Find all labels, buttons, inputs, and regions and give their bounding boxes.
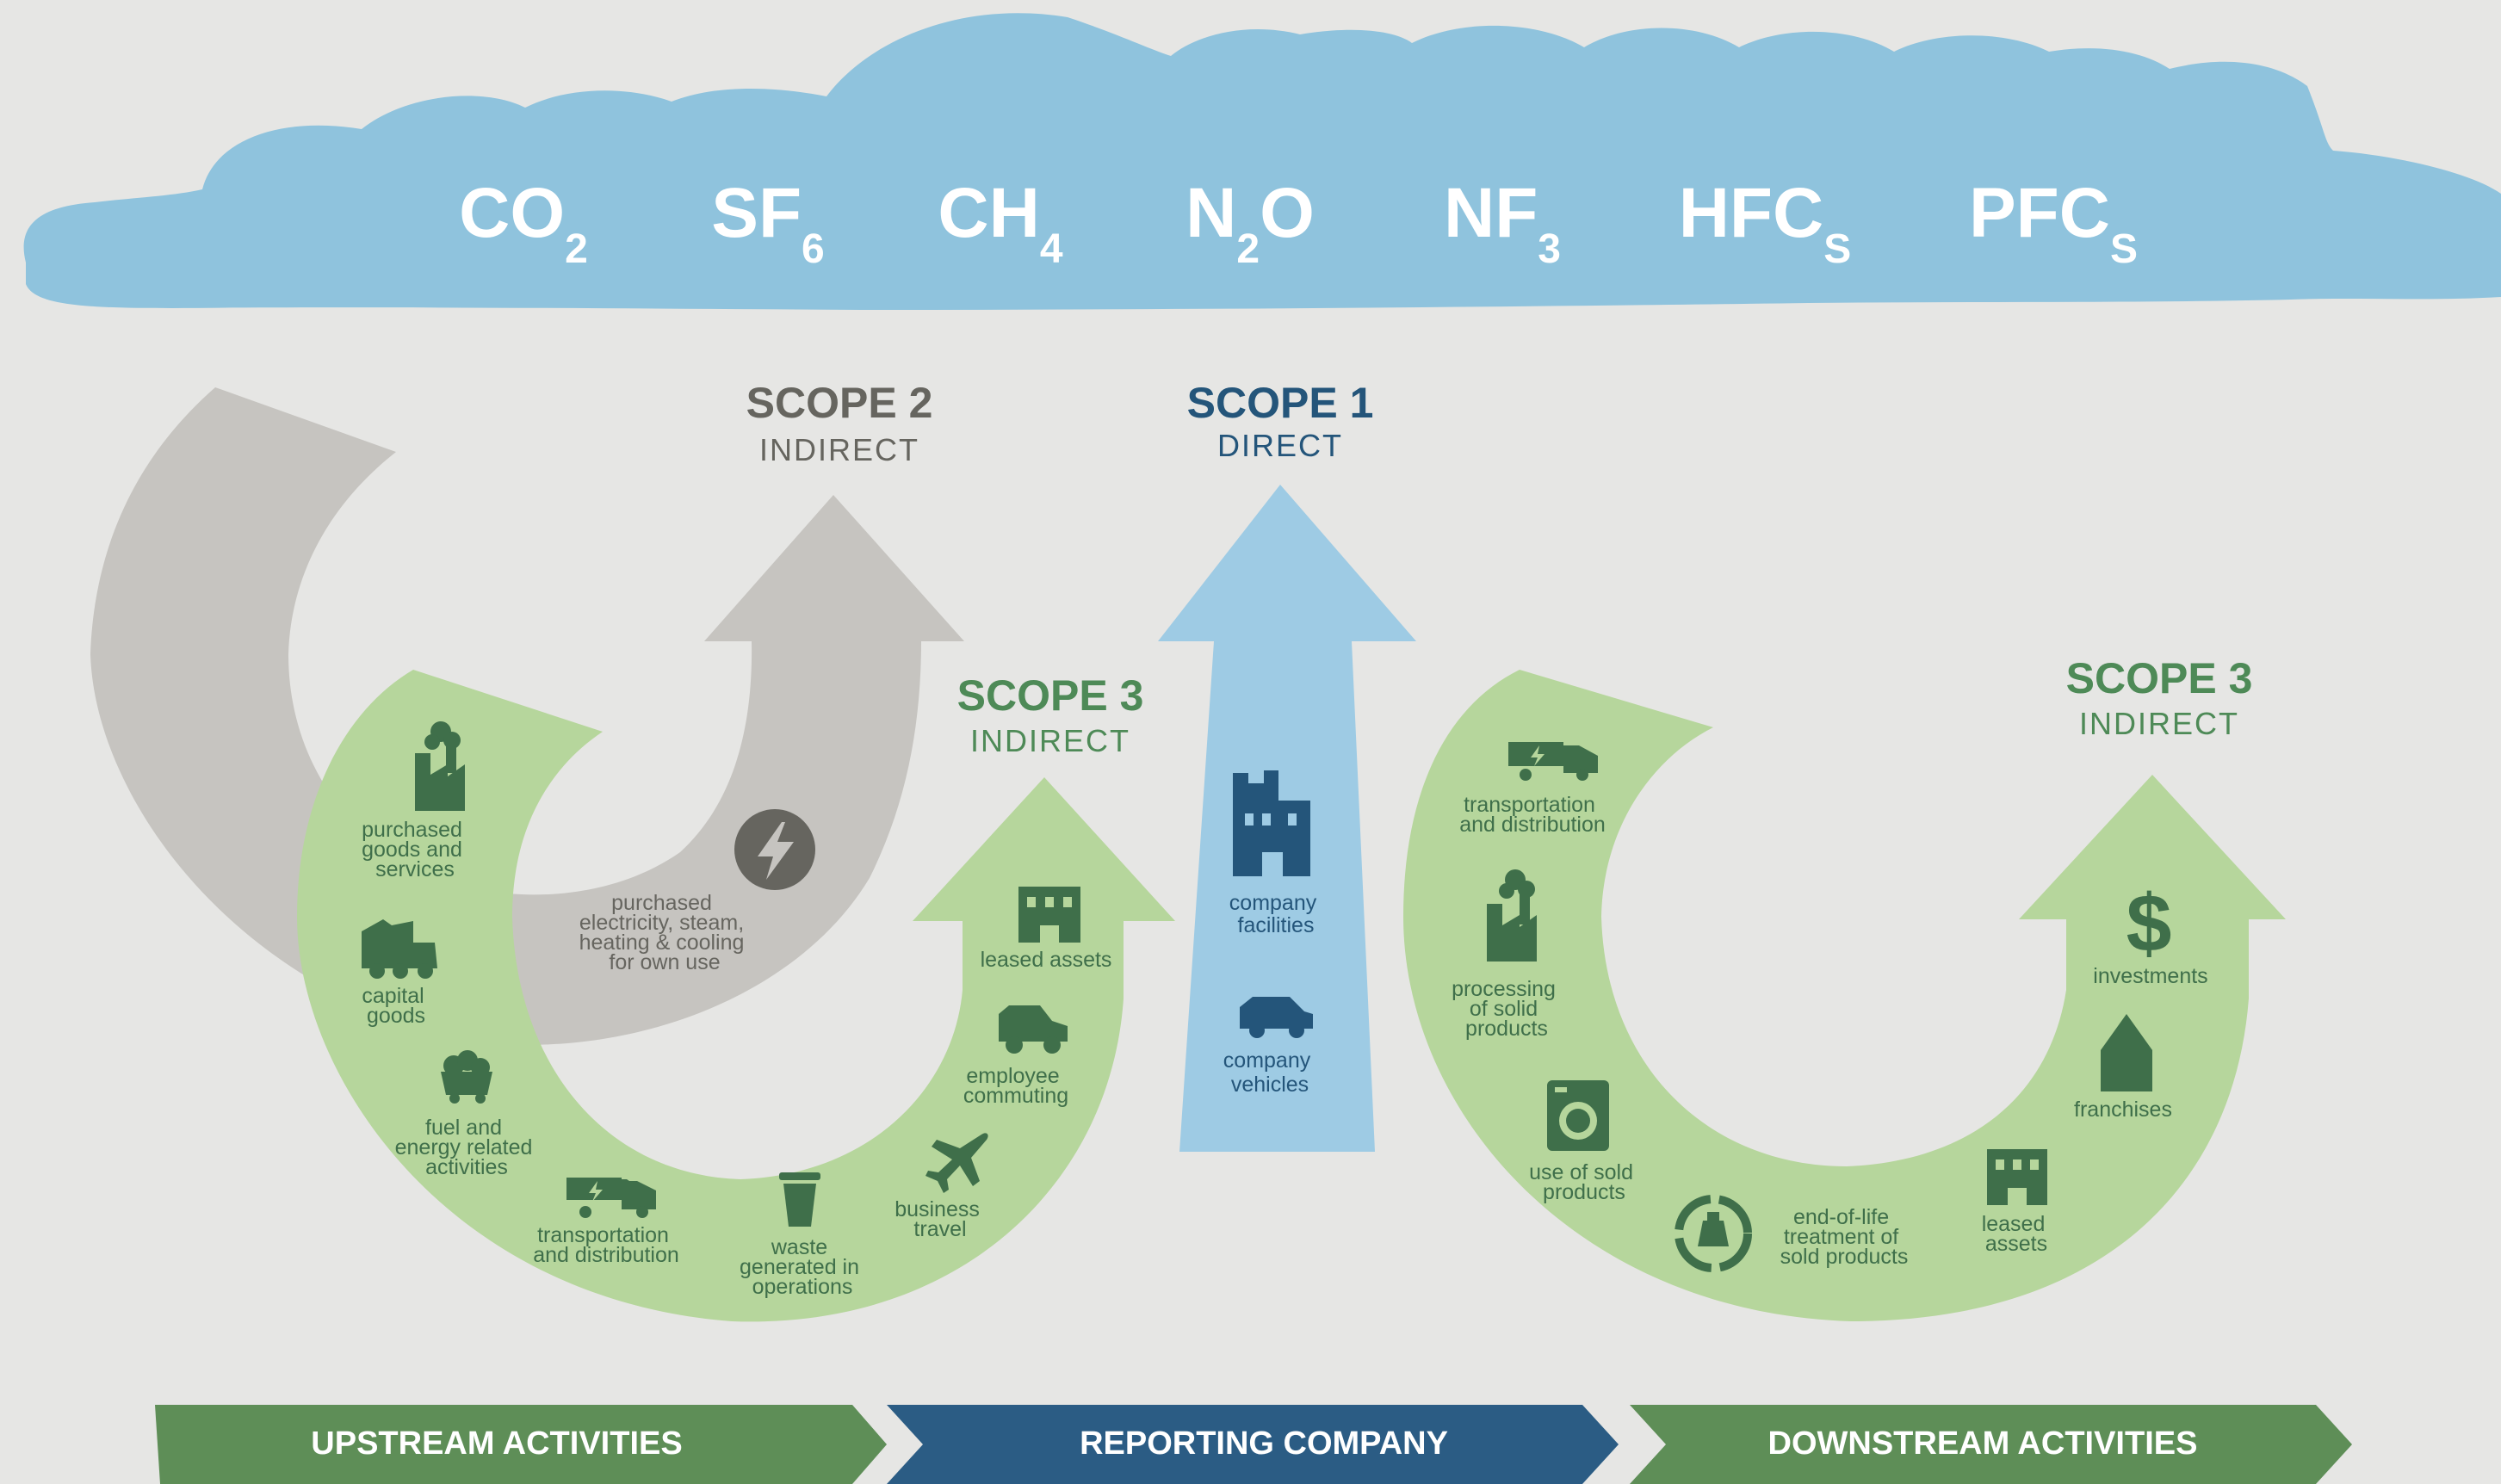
scope1-subtitle: DIRECT bbox=[1217, 428, 1343, 463]
coal-cart-icon bbox=[441, 1050, 492, 1104]
upstream-item-fuel-energy: fuel and energy related activities bbox=[395, 1050, 539, 1179]
gas-1: SF6 bbox=[711, 174, 825, 272]
dump-truck-icon bbox=[362, 919, 437, 979]
upstream-purchased-goods-caption: purchased goods and services bbox=[362, 818, 468, 881]
building-icon bbox=[1233, 770, 1310, 876]
scope3-downstream-title: SCOPE 3 bbox=[2066, 654, 2253, 702]
downstream-item-transportation: transportation and distribution bbox=[1459, 742, 1606, 837]
scope3-upstream-title: SCOPE 3 bbox=[957, 671, 1144, 720]
downstream-arrow-shape bbox=[1403, 670, 2286, 1321]
downstream-processing-caption: processing of solid products bbox=[1452, 977, 1562, 1041]
upstream-item-transportation: transportation and distribution bbox=[533, 1178, 679, 1267]
scope1-facilities-caption: company facilities bbox=[1229, 891, 1322, 937]
scope2-subtitle: INDIRECT bbox=[759, 432, 919, 467]
downstream-banner bbox=[1630, 1405, 2352, 1484]
upstream-item-waste: waste generated in operations bbox=[740, 1172, 865, 1299]
gas-4: NF3 bbox=[1444, 174, 1561, 272]
house-icon bbox=[2101, 1014, 2152, 1091]
cloud-shape bbox=[23, 13, 2501, 310]
dollar-icon: $ bbox=[2126, 878, 2172, 969]
scope3-downstream-heading: SCOPE 3 INDIRECT bbox=[2066, 654, 2253, 741]
car-icon bbox=[1240, 997, 1313, 1038]
downstream-end-of-life-caption: end-of-life treatment of sold products bbox=[1780, 1205, 1909, 1269]
downstream-leased-assets-caption: leased assets bbox=[1982, 1212, 2052, 1256]
upstream-item-employee-commuting: employee commuting bbox=[963, 1005, 1068, 1108]
gas-2: CH4 bbox=[938, 174, 1062, 272]
airplane-icon bbox=[925, 1133, 988, 1193]
scope3-upstream-heading: SCOPE 3 INDIRECT bbox=[957, 671, 1144, 758]
upstream-fuel-energy-caption: fuel and energy related activities bbox=[395, 1116, 539, 1179]
downstream-item-processing: processing of solid products bbox=[1452, 869, 1562, 1041]
scope2-title: SCOPE 2 bbox=[746, 379, 933, 427]
factory-icon bbox=[415, 721, 465, 811]
scope2-heading: SCOPE 2 INDIRECT bbox=[746, 379, 933, 467]
upstream-employee-commuting-caption: employee commuting bbox=[963, 1064, 1068, 1108]
upstream-banner bbox=[155, 1405, 887, 1484]
upstream-item-leased-assets: leased assets bbox=[981, 887, 1112, 972]
downstream-banner-label: DOWNSTREAM ACTIVITIES bbox=[1768, 1425, 2198, 1462]
upstream-leased-assets-caption: leased assets bbox=[981, 948, 1112, 972]
downstream-item-use-of-sold-products: use of sold products bbox=[1529, 1080, 1639, 1204]
gas-formulas: CO2 SF6 CH4 N2O NF3 HFCS PFCS bbox=[459, 174, 2138, 272]
downstream-franchises-caption: franchises bbox=[2074, 1098, 2172, 1122]
greenhouse-gas-cloud: CO2 SF6 CH4 N2O NF3 HFCS PFCS bbox=[23, 13, 2501, 310]
truck-bolt bbox=[1531, 745, 1545, 766]
gas-5: HFCS bbox=[1679, 174, 1852, 272]
scope2-item-electricity: purchased electricity, steam, heating & … bbox=[579, 809, 815, 974]
trash-can-icon bbox=[779, 1172, 820, 1227]
upstream-item-business-travel: business travel bbox=[895, 1133, 988, 1241]
scope1-vehicles-caption: company vehicles bbox=[1223, 1048, 1316, 1097]
gas-6: PFCS bbox=[1969, 174, 2138, 272]
car-icon bbox=[999, 1005, 1068, 1054]
upstream-capital-goods-caption: capital goods bbox=[362, 984, 430, 1028]
lightning-bolt bbox=[758, 822, 794, 880]
downstream-item-leased-assets: leased assets bbox=[1982, 1149, 2052, 1256]
upstream-transportation-caption: transportation and distribution bbox=[533, 1223, 679, 1267]
downstream-item-investments: $ investments bbox=[2093, 878, 2207, 988]
scope2-item-caption: purchased electricity, steam, heating & … bbox=[579, 891, 751, 974]
washing-machine-icon bbox=[1547, 1080, 1609, 1151]
upstream-banner-label: UPSTREAM ACTIVITIES bbox=[311, 1425, 682, 1462]
gas-0: CO2 bbox=[459, 174, 588, 272]
downstream-item-franchises: franchises bbox=[2074, 1014, 2172, 1122]
scope3-downstream-arrow bbox=[1403, 670, 2286, 1321]
upstream-waste-caption: waste generated in operations bbox=[740, 1235, 865, 1299]
scope1-heading: SCOPE 1 DIRECT bbox=[1187, 379, 1374, 463]
downstream-item-end-of-life: end-of-life treatment of sold products bbox=[1675, 1195, 1909, 1272]
gas-3: N2O bbox=[1185, 174, 1315, 272]
reporting-company-banner-label: REPORTING COMPANY bbox=[1080, 1425, 1448, 1462]
downstream-investments-caption: investments bbox=[2093, 964, 2207, 988]
upstream-item-capital-goods: capital goods bbox=[362, 919, 437, 1028]
scope1-item-vehicles: company vehicles bbox=[1223, 997, 1316, 1097]
downstream-use-caption: use of sold products bbox=[1529, 1160, 1639, 1204]
upstream-item-purchased-goods: purchased goods and services bbox=[362, 721, 468, 881]
recycle-icon bbox=[1675, 1195, 1752, 1272]
truck-bolt bbox=[589, 1181, 603, 1202]
scope1-title: SCOPE 1 bbox=[1187, 379, 1374, 427]
scope3-upstream-subtitle: INDIRECT bbox=[970, 723, 1130, 758]
delivery-truck-icon bbox=[566, 1178, 656, 1218]
scope1-item-facilities: company facilities bbox=[1229, 770, 1322, 937]
reporting-company-banner bbox=[887, 1405, 1619, 1484]
activity-banners: UPSTREAM ACTIVITIES REPORTING COMPANY DO… bbox=[155, 1405, 2352, 1484]
upstream-business-travel-caption: business travel bbox=[895, 1197, 986, 1241]
factory-icon bbox=[1487, 869, 1537, 962]
scope3-downstream-subtitle: INDIRECT bbox=[2079, 706, 2239, 741]
downstream-transportation-caption: transportation and distribution bbox=[1459, 793, 1606, 837]
